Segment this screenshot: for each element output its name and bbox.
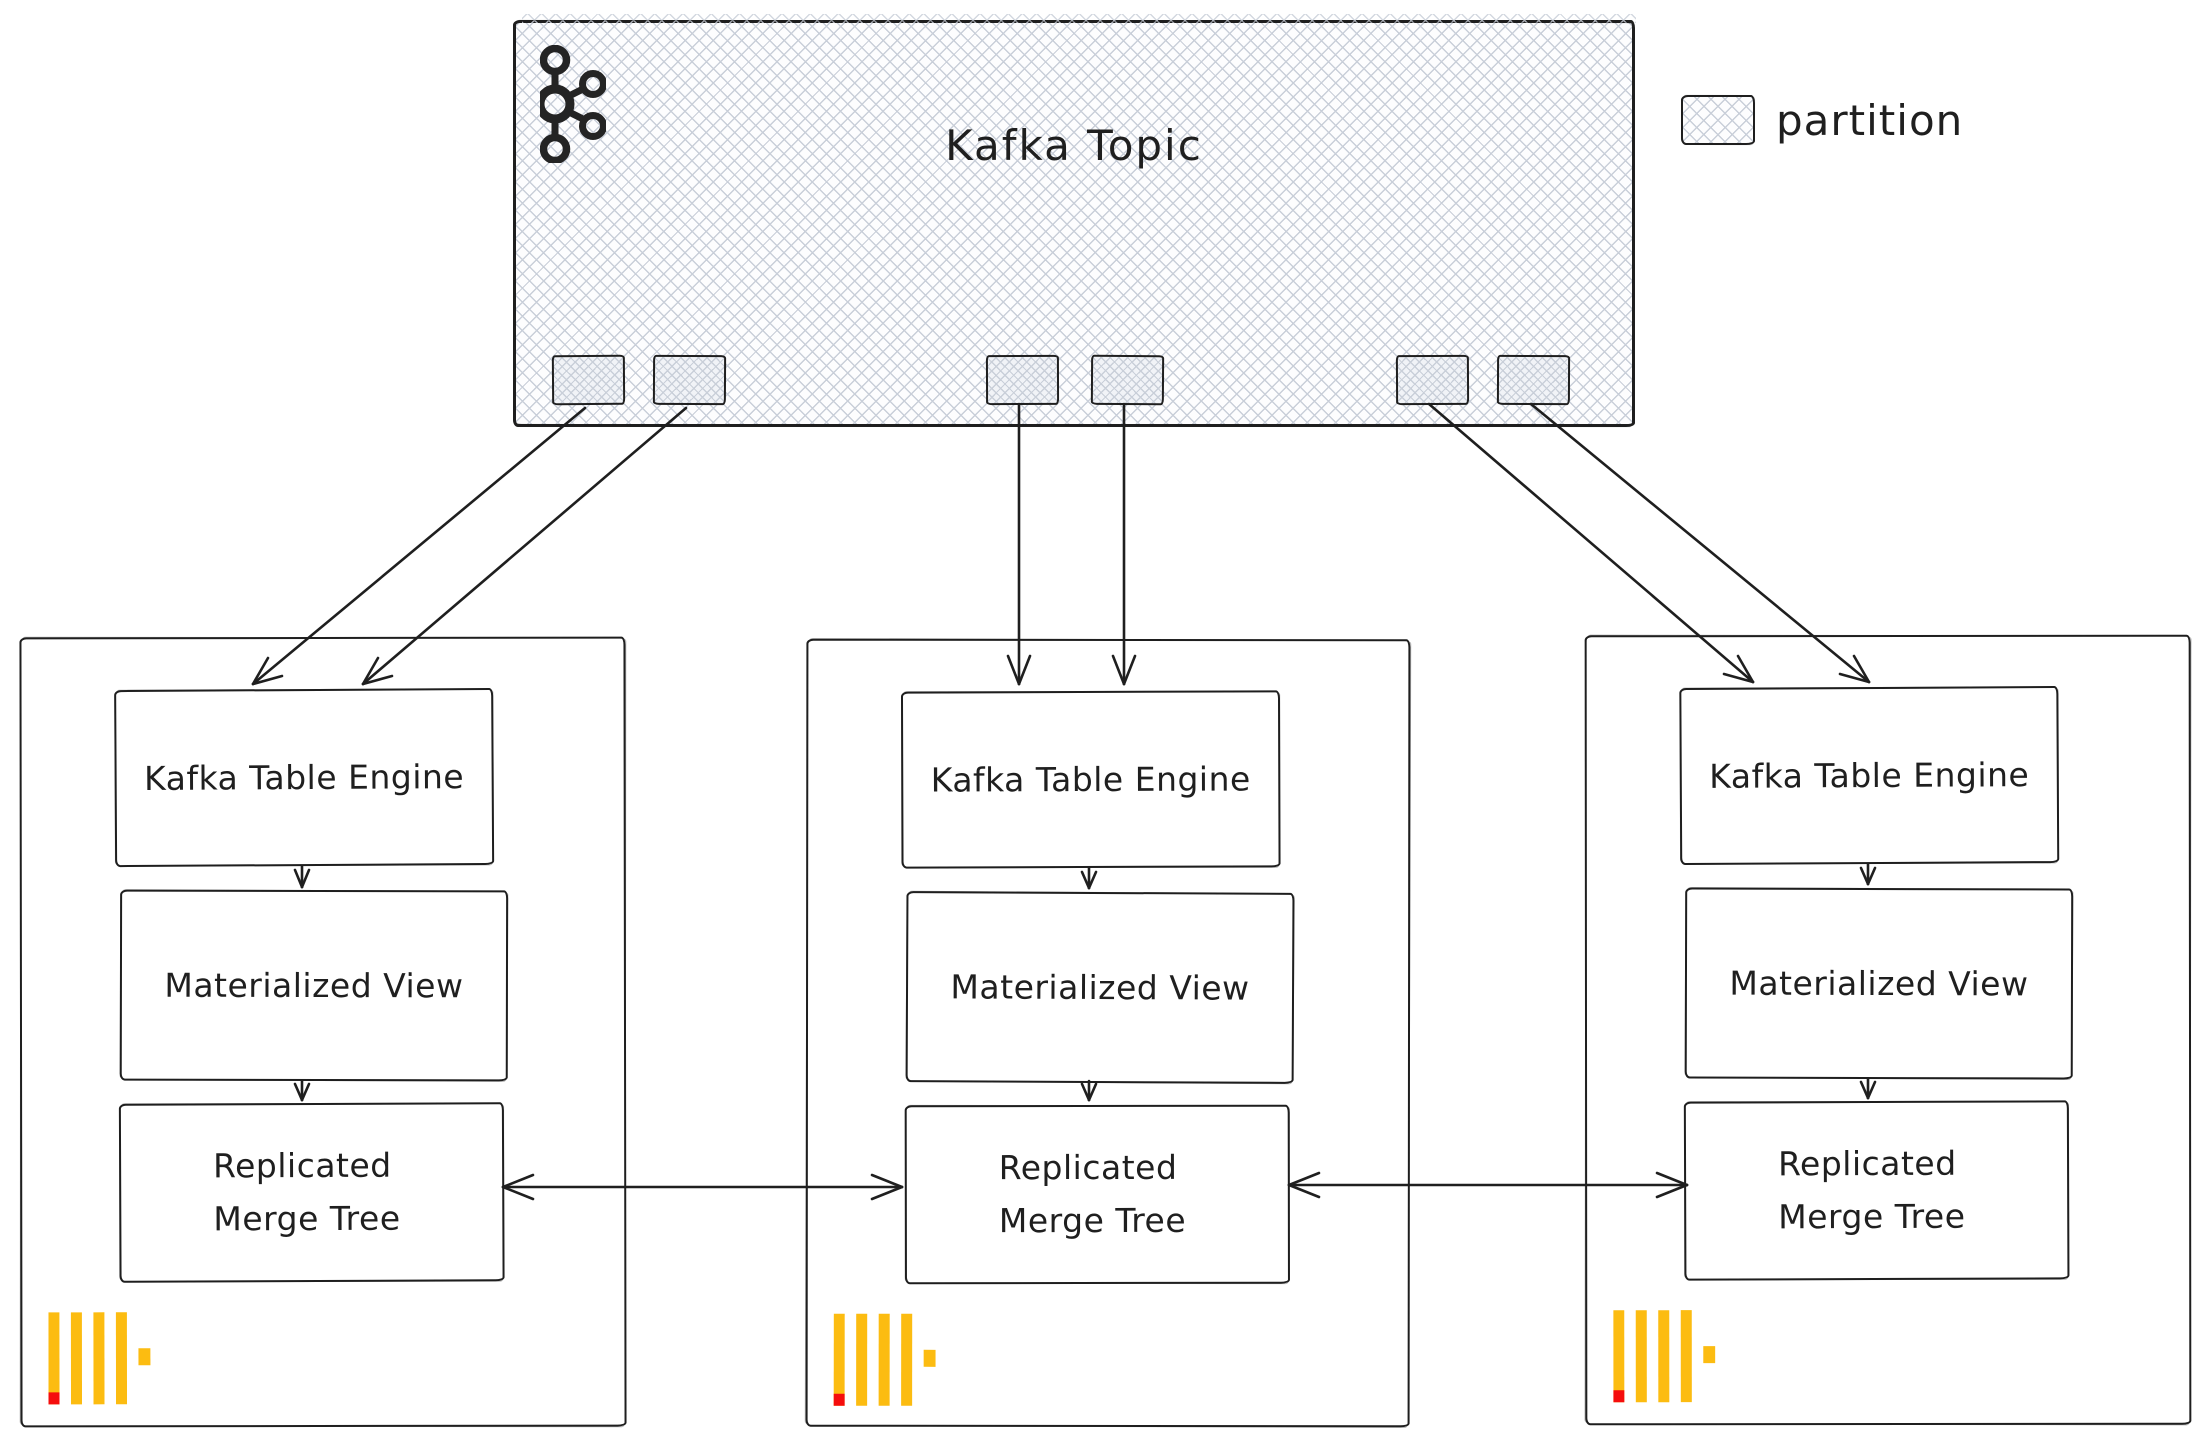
partition-box-4 [1090, 354, 1165, 406]
clickhouse-logo-icon [1613, 1310, 1716, 1403]
clickhouse-node-2: Kafka Table Engine Materialized View Rep… [805, 638, 1411, 1428]
kafka-table-engine-label: Kafka Table Engine [143, 757, 465, 798]
clickhouse-node-1: Kafka Table Engine Materialized View Rep… [19, 636, 627, 1428]
replicated-merge-tree-label-line2: Merge Tree [1778, 1196, 1966, 1236]
replicated-merge-tree-label-line2: Merge Tree [213, 1198, 401, 1238]
clickhouse-node-3: Kafka Table Engine Materialized View Rep… [1584, 634, 2192, 1426]
replicated-merge-tree-label-line1: Replicated [998, 1147, 1178, 1187]
kafka-table-engine-box: Kafka Table Engine [114, 687, 495, 868]
materialized-view-box: Materialized View [905, 891, 1295, 1084]
partition-box-6 [1496, 354, 1571, 406]
materialized-view-box: Materialized View [1684, 887, 2074, 1080]
kafka-table-engine-box: Kafka Table Engine [1679, 686, 2060, 866]
replicated-merge-tree-label-line1: Replicated [213, 1145, 392, 1186]
kafka-topic-box: Kafka Topic [513, 14, 1636, 427]
legend-partition-label: partition [1776, 96, 1964, 145]
replicated-merge-tree-box: Replicated Merge Tree [1683, 1100, 2070, 1281]
materialized-view-box: Materialized View [119, 889, 509, 1082]
partition-box-5 [1395, 354, 1470, 406]
kafka-table-engine-label: Kafka Table Engine [1709, 755, 2030, 796]
replicated-merge-tree-label-line1: Replicated [1777, 1143, 1957, 1184]
partition-box-2 [652, 354, 727, 406]
partition-box-1 [551, 354, 626, 406]
legend-partition-swatch [1681, 95, 1755, 145]
kafka-topic-label: Kafka Topic [945, 121, 1203, 170]
partition-box-3 [985, 354, 1060, 406]
kafka-table-engine-box: Kafka Table Engine [900, 690, 1281, 869]
materialized-view-label: Materialized View [1729, 963, 2029, 1004]
replicated-merge-tree-box: Replicated Merge Tree [118, 1102, 505, 1283]
materialized-view-label: Materialized View [164, 965, 464, 1006]
replicated-merge-tree-label-line2: Merge Tree [998, 1200, 1187, 1240]
materialized-view-label: Materialized View [950, 967, 1250, 1008]
kafka-table-engine-label: Kafka Table Engine [930, 759, 1251, 800]
clickhouse-logo-icon [833, 1313, 936, 1406]
clickhouse-logo-icon [48, 1312, 151, 1405]
replicated-merge-tree-box: Replicated Merge Tree [904, 1104, 1290, 1285]
kafka-logo-icon [540, 45, 606, 163]
